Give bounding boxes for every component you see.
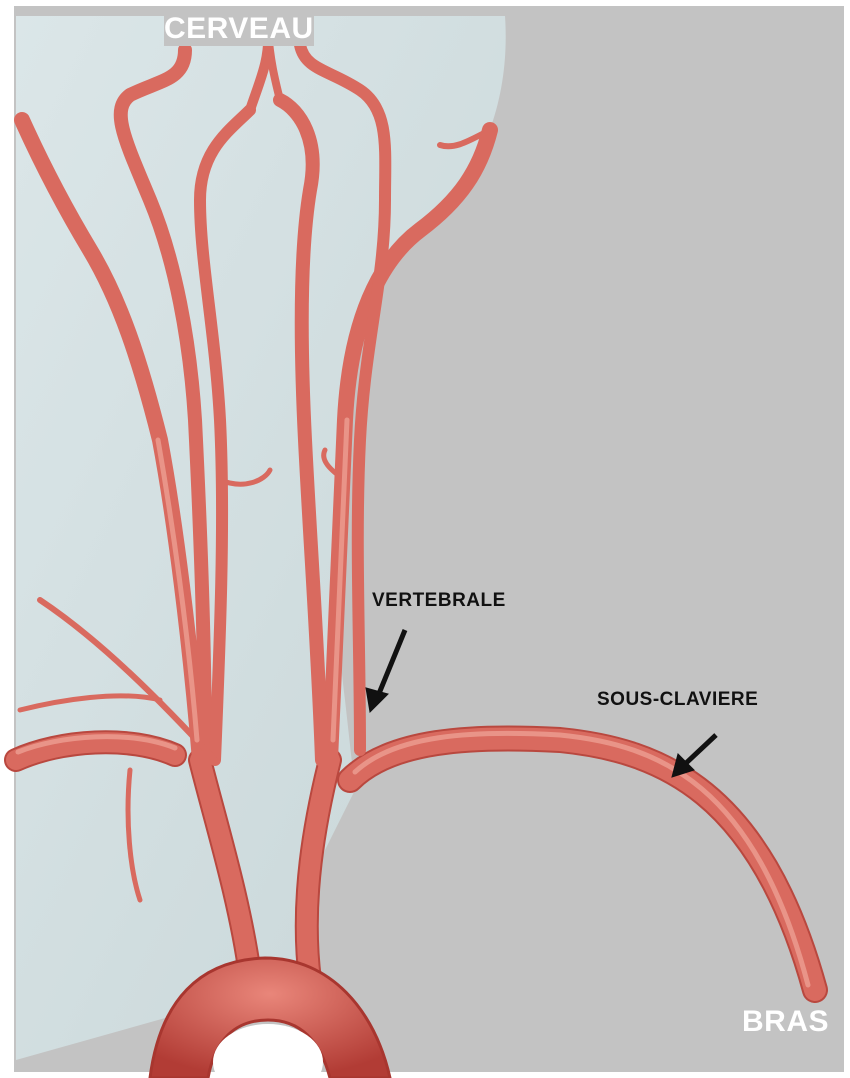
label-bras: BRAS (742, 1005, 829, 1039)
label-vertebrale: VERTEBRALE (372, 590, 506, 612)
label-cerveau: CERVEAU (164, 12, 314, 46)
label-sous-claviere: SOUS-CLAVIERE (597, 689, 758, 711)
